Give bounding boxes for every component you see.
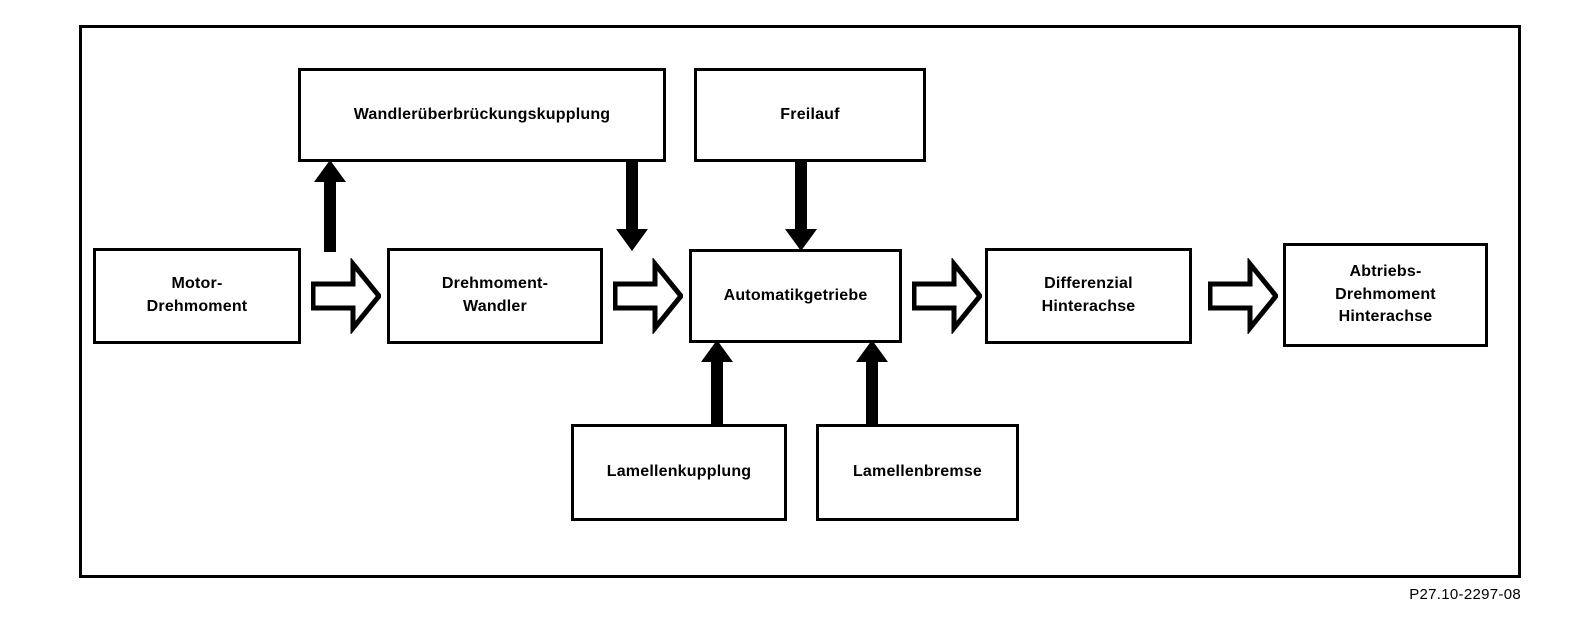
arrow-right-wandler-to-getriebe [613, 258, 683, 334]
arrow-right-getriebe-to-differenzial [912, 258, 982, 334]
arrow-right-differenzial-to-abtrieb [1208, 258, 1278, 334]
node-lamellenkupplung: Lamellenkupplung [571, 424, 787, 521]
node-label: Automatikgetriebe [723, 286, 868, 304]
node-motor-drehmoment: Motor- Drehmoment [93, 248, 301, 344]
node-label: Motor- Drehmoment [146, 275, 248, 315]
arrow-up-lamellenkupplung-to-automatikgetriebe [700, 340, 734, 428]
node-freilauf: Freilauf [694, 68, 926, 162]
node-automatikgetriebe: Automatikgetriebe [689, 249, 902, 343]
node-wandleruberbruckungskupplung: Wandlerüberbrückungskupplung [298, 68, 666, 162]
node-label: Freilauf [780, 105, 840, 123]
arrow-right-motor-to-wandler [311, 258, 381, 334]
node-label: Lamellenkupplung [606, 463, 752, 481]
arrow-down-freilauf-to-automatikgetriebe [784, 159, 818, 251]
node-label: Wandlerüberbrückungskupplung [353, 105, 611, 123]
node-label: Differenzial Hinterachse [1041, 275, 1136, 315]
node-drehmoment-wandler: Drehmoment- Wandler [387, 248, 603, 344]
node-label: Drehmoment- Wandler [441, 275, 549, 315]
arrow-down-ueberbrueckungskupplung-to-automatikgetriebe [615, 159, 649, 251]
figure-caption: P27.10-2297-08 [1409, 586, 1521, 603]
node-abtriebs-drehmoment-hinterachse: Abtriebs- Drehmoment Hinterachse [1283, 243, 1488, 347]
node-differenzial-hinterachse: Differenzial Hinterachse [985, 248, 1192, 344]
node-label: Lamellenbremse [852, 463, 983, 481]
node-label: Abtriebs- Drehmoment Hinterachse [1335, 262, 1436, 326]
arrow-up-wandler-to-ueberbrueckungskupplung [313, 160, 347, 252]
arrow-up-lamellenbremse-to-automatikgetriebe [855, 340, 889, 428]
node-lamellenbremse: Lamellenbremse [816, 424, 1019, 521]
